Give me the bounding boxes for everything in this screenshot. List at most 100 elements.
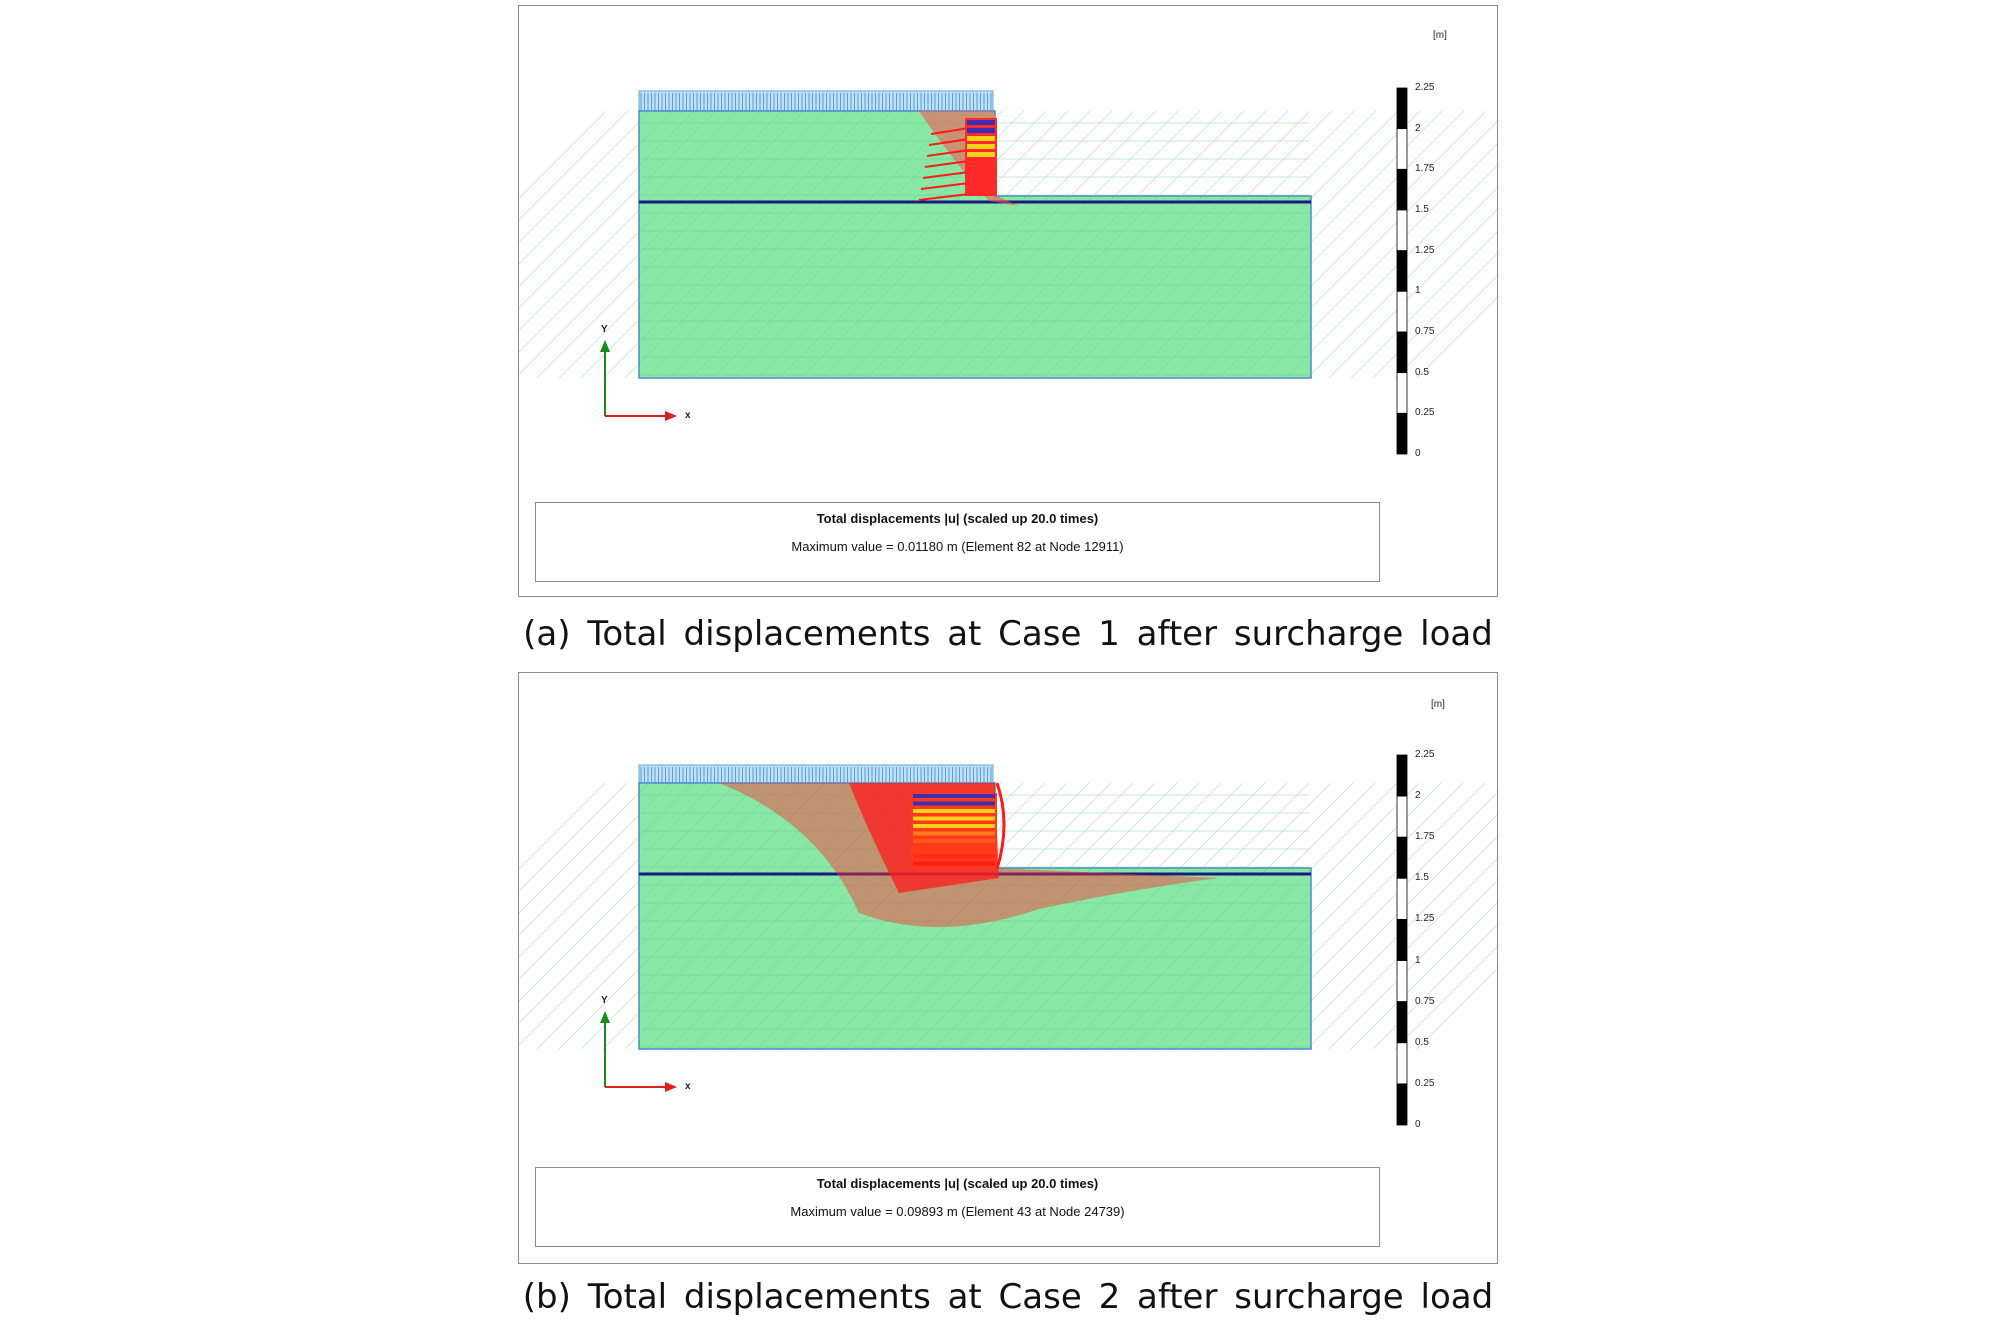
mesh-line: [519, 782, 738, 1002]
scale-tick-label: 2.25: [1415, 749, 1435, 760]
scale-segment: [1396, 1042, 1408, 1085]
mesh-line: [519, 782, 716, 980]
mesh-line: [1350, 900, 1499, 1050]
scale-tick-label: 1.5: [1415, 204, 1429, 215]
x-arrow-head-b: [665, 1082, 677, 1092]
scale-segment: [1396, 412, 1408, 455]
scale-segment: [1396, 209, 1408, 252]
scale-segment: [1396, 290, 1408, 333]
mesh-line: [1394, 273, 1499, 379]
legend-box: Total displacements |u| (scaled up 20.0 …: [535, 502, 1380, 582]
mesh-line: [602, 110, 871, 379]
y-axis-label: Y: [601, 995, 608, 1006]
wall-band: [967, 152, 995, 157]
scale-segment: [1396, 1083, 1408, 1126]
scale-tick-label: 0.5: [1415, 366, 1429, 378]
wall-bulge-b: [995, 782, 1006, 870]
wall-band: [967, 136, 995, 141]
mesh-line: [910, 110, 1179, 379]
x-axis-label: x: [685, 1081, 691, 1092]
scale-segment: [1396, 795, 1408, 838]
caption-a: (a) Total displacements at Case 1 after …: [523, 614, 1493, 654]
mesh-line: [519, 110, 783, 375]
scale-tick-label: 1.75: [1415, 831, 1435, 843]
mesh-line: [800, 110, 1069, 379]
fe-mesh-diagram-b: [519, 754, 1499, 1126]
caption-b: (b) Total displacements at Case 2 after …: [522, 1277, 1494, 1317]
mesh-line: [954, 110, 1223, 379]
wall-bands-a: [967, 120, 995, 181]
mesh-grid-a: [519, 110, 1499, 379]
scale-segment: [1396, 331, 1408, 374]
surcharge-arrows-a: [640, 93, 992, 111]
mesh-line: [646, 110, 915, 379]
mesh-line: [1218, 782, 1486, 1050]
wall-band: [913, 801, 995, 806]
wall-band: [913, 831, 995, 836]
mesh-line: [519, 782, 694, 958]
wall-band: [967, 120, 995, 125]
scale-tick-label: 1: [1415, 954, 1421, 966]
wall-band: [913, 816, 995, 821]
mesh-line: [932, 110, 1201, 379]
mesh-line: [1196, 110, 1465, 379]
scale-tick-label: 0.75: [1415, 995, 1435, 1007]
wall-band: [913, 839, 995, 843]
scale-segment: [1396, 372, 1408, 414]
mesh-line: [888, 782, 1156, 1050]
scale-tick-label: 0: [1415, 448, 1421, 459]
wall-band: [913, 854, 995, 858]
mesh-line: [668, 110, 937, 379]
scale-tick-label: 0: [1415, 1119, 1421, 1130]
scale-tick-label: 1.25: [1415, 913, 1435, 925]
reinforcement-strip: [918, 193, 970, 201]
mesh-line: [1328, 878, 1499, 1050]
mesh-line: [998, 110, 1267, 379]
mesh-line: [580, 782, 848, 1050]
legend-max-value: Maximum value = 0.09893 m (Element 43 at…: [790, 1204, 1125, 1219]
y-axis-label: Y: [601, 324, 608, 335]
mesh-line: [519, 782, 606, 870]
wall-band: [913, 809, 995, 813]
scale-tick-label: 2: [1415, 122, 1421, 134]
scale-segment: [1396, 754, 1408, 797]
mesh-line: [1240, 790, 1499, 1050]
mesh-line: [690, 110, 959, 379]
legend-max-value: Maximum value = 0.01180 m (Element 82 at…: [791, 539, 1124, 554]
mesh-grid-b: [519, 782, 1499, 1050]
mesh-line: [519, 110, 717, 309]
mesh-line: [1262, 812, 1499, 1050]
reinforcement-strip: [920, 182, 970, 190]
wall-band: [967, 168, 995, 173]
mesh-line: [1042, 110, 1311, 379]
mesh-line: [1328, 207, 1499, 379]
wall-band: [967, 160, 995, 165]
mesh-line: [1306, 185, 1499, 379]
mesh-line: [932, 782, 1200, 1050]
unit-label: [m]: [1431, 699, 1445, 710]
wall-band: [913, 846, 995, 851]
wall-band: [967, 128, 995, 133]
mesh-line: [1218, 110, 1487, 379]
mesh-line: [1416, 966, 1499, 1050]
mesh-line: [1042, 782, 1310, 1050]
mesh-line: [1108, 782, 1376, 1050]
reinforcement-strip: [930, 127, 970, 135]
mesh-line: [558, 782, 826, 1050]
mesh-line: [519, 782, 672, 936]
mesh-line: [976, 110, 1245, 379]
scale-tick-label: 1.5: [1415, 872, 1429, 884]
scale-segment: [1396, 919, 1408, 961]
mesh-line: [602, 782, 870, 1050]
scale-segment: [1396, 250, 1408, 292]
unit-label: [m]: [1433, 30, 1447, 41]
wall-band: [913, 824, 995, 828]
mesh-line: [822, 110, 1091, 379]
mesh-line: [536, 110, 805, 379]
y-arrow-head-b: [600, 1011, 610, 1023]
mesh-line: [800, 782, 1068, 1050]
mesh-line: [1108, 110, 1377, 379]
reinforcement-strip: [924, 160, 970, 168]
mesh-line: [778, 110, 1047, 379]
